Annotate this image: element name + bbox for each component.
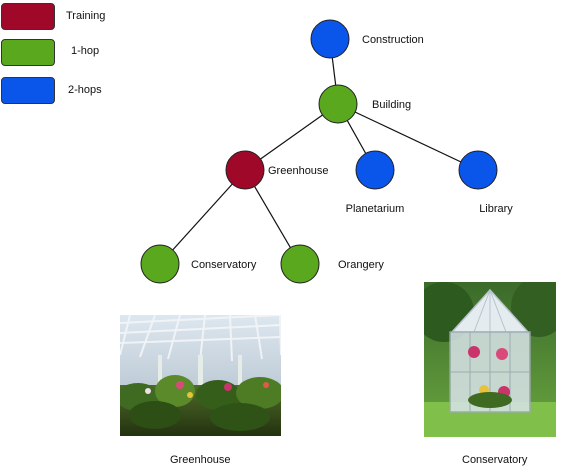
legend-label-2-hops: 2-hops: [68, 84, 102, 96]
node-label-planetarium: Planetarium: [346, 203, 405, 215]
node-library: [458, 150, 498, 190]
node-building: [318, 84, 358, 124]
node-orangery: [280, 244, 320, 284]
node-planetarium: [355, 150, 395, 190]
node-label-construction: Construction: [362, 34, 424, 46]
legend-swatch-training: [1, 3, 55, 30]
legend-swatch-2-hops: [1, 77, 55, 104]
graph-nodes: ConstructionBuildingGreenhousePlanetariu…: [140, 19, 513, 284]
node-label-library: Library: [479, 203, 513, 215]
concept-graph: ConstructionBuildingGreenhousePlanetariu…: [140, 19, 513, 284]
conservatory-caption: Conservatory: [462, 454, 528, 466]
node-label-building: Building: [372, 99, 411, 111]
legend-swatch-1-hop: [1, 39, 55, 66]
node-label-orangery: Orangery: [338, 259, 384, 271]
node-conservatory: [140, 244, 180, 284]
node-construction: [310, 19, 350, 59]
legend-label-1-hop: 1-hop: [71, 45, 100, 57]
legend-label-training: Training: [66, 10, 106, 22]
greenhouse-caption: Greenhouse: [170, 454, 231, 466]
edge-building-library: [337, 103, 479, 171]
conservatory-photo: [424, 282, 556, 437]
greenhouse-photo: [120, 315, 281, 436]
edge-greenhouse-conservatory: [159, 169, 246, 265]
graph-edges: [159, 38, 479, 265]
node-label-conservatory: Conservatory: [191, 259, 257, 271]
node-label-greenhouse: Greenhouse: [268, 165, 329, 177]
node-greenhouse: [225, 150, 265, 190]
